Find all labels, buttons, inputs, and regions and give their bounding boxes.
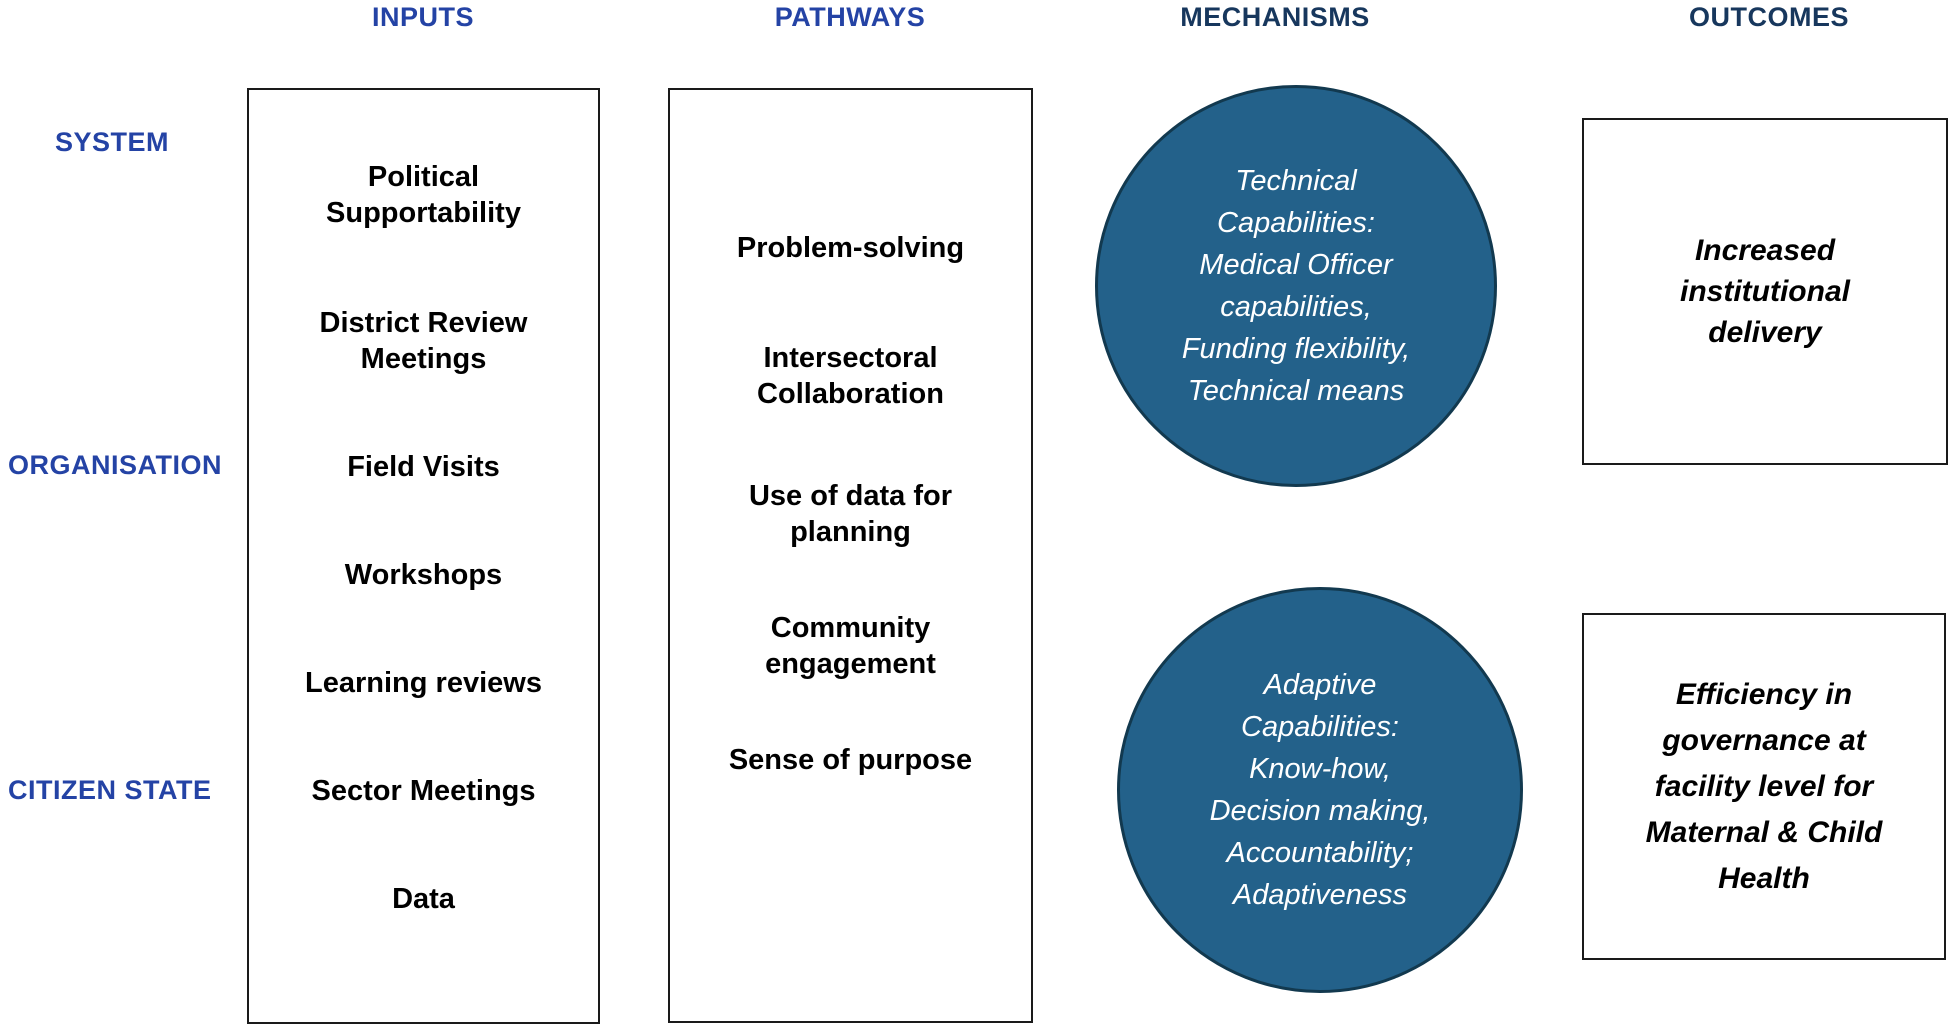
pathways-item-problem-solving: Problem-solving [736,232,965,264]
inputs-item-sector-meetings: Sector Meetings [311,775,536,807]
column-header-pathways: PATHWAYS [774,2,926,32]
row-label-system: SYSTEM [55,127,170,157]
column-header-inputs: INPUTS [371,2,474,32]
inputs-item-field-visits: Field Visits [347,451,500,483]
row-label-citizen-state: CITIZEN STATE [8,775,212,805]
column-header-outcomes: OUTCOMES [1688,2,1849,32]
inputs-item-learning-reviews: Learning reviews [305,667,542,699]
inputs-item-workshops: Workshops [344,559,503,591]
pathways-item-sense-of-purpose: Sense of purpose [728,744,973,776]
column-header-mechanisms: MECHANISMS [1180,2,1370,32]
inputs-item-data: Data [392,883,455,915]
inputs-box [247,88,600,1024]
pathways-box [668,88,1033,1023]
row-label-organisation: ORGANISATION [8,450,222,480]
